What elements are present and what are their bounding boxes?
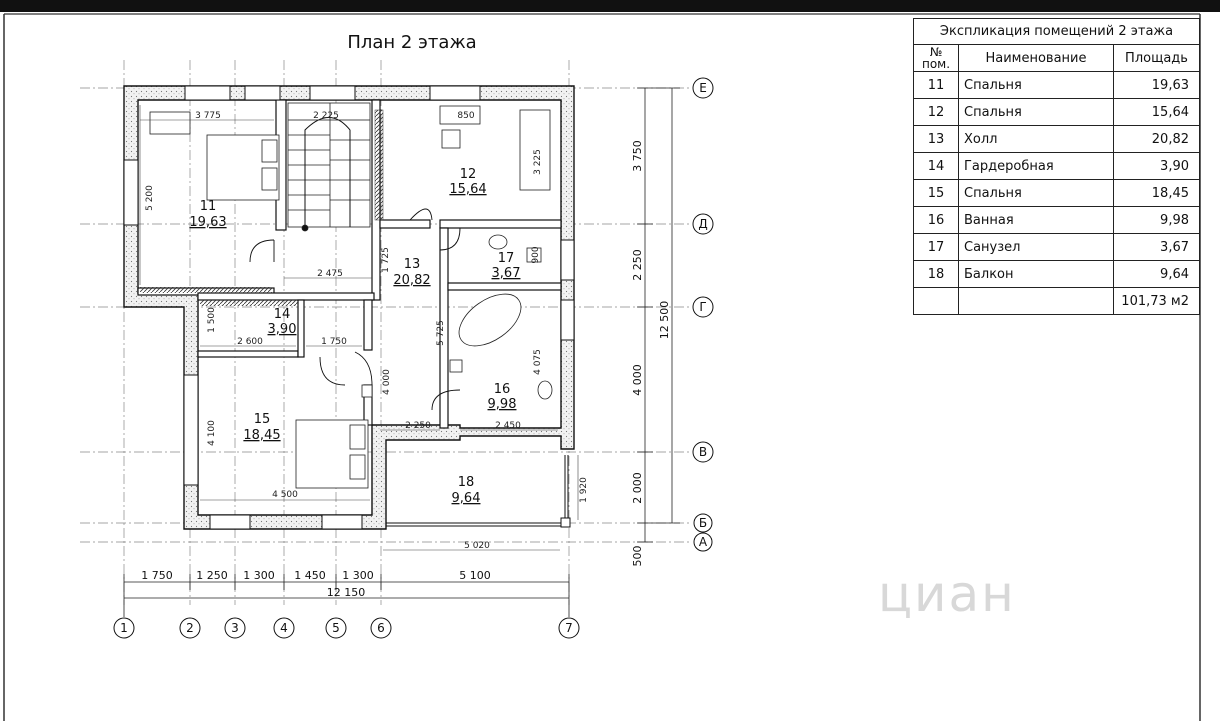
dim-bottom-4: 1 450 — [294, 569, 326, 582]
room-17-area: 3,67 — [492, 266, 521, 281]
axis-4: 4 — [280, 621, 288, 635]
doors — [249, 208, 461, 411]
header-area: Площадь — [1113, 44, 1200, 72]
svg-text:2 250: 2 250 — [405, 421, 431, 431]
svg-text:5 020: 5 020 — [464, 541, 490, 551]
svg-text:5 200: 5 200 — [145, 185, 155, 211]
axis-V: В — [699, 445, 707, 459]
axis-G: Г — [699, 300, 706, 314]
axis-3: 3 — [231, 621, 239, 635]
dim-right-5: 500 — [631, 546, 644, 567]
svg-text:900: 900 — [531, 246, 541, 263]
room-11-area: 19,63 — [189, 215, 226, 230]
room-14-area: 3,90 — [268, 322, 297, 337]
plan-title: План 2 этажа — [347, 32, 476, 53]
svg-text:2 475: 2 475 — [317, 269, 343, 279]
svg-text:1 500: 1 500 — [207, 307, 217, 333]
room-13-number: 13 — [404, 257, 421, 272]
dim-bottom-6: 5 100 — [459, 569, 491, 582]
room-11-number: 11 — [200, 199, 217, 214]
dim-right-3: 4 000 — [631, 364, 644, 396]
dim-right-total: 12 500 — [658, 301, 671, 340]
axis-5: 5 — [332, 621, 340, 635]
svg-text:4 500: 4 500 — [272, 490, 298, 500]
header-name: Наименование — [958, 44, 1114, 72]
axis-7: 7 — [565, 621, 573, 635]
table-caption: Экспликация помещений 2 этажа — [913, 18, 1200, 45]
axis-1: 1 — [120, 621, 128, 635]
room-15-number: 15 — [254, 412, 271, 427]
axis-A: А — [699, 535, 708, 549]
svg-text:3 225: 3 225 — [533, 149, 543, 175]
dim-bottom-5: 1 300 — [342, 569, 374, 582]
dim-bottom-3: 1 300 — [243, 569, 275, 582]
total-area: 101,73 м2 — [1113, 287, 1200, 315]
dim-right-4: 2 000 — [631, 472, 644, 504]
right-dimension-chain — [637, 87, 680, 543]
axis-6: 6 — [377, 621, 385, 635]
svg-text:4 000: 4 000 — [382, 369, 392, 395]
svg-text:850: 850 — [457, 111, 474, 121]
staircase — [287, 102, 371, 232]
dim-bottom-2: 1 250 — [196, 569, 228, 582]
dim-bottom-total: 12 150 — [327, 586, 366, 599]
axis-2: 2 — [186, 621, 194, 635]
svg-text:5 725: 5 725 — [436, 320, 446, 346]
bottom-dimension-chain — [123, 574, 570, 606]
dim-right-1: 3 750 — [631, 140, 644, 172]
interior-dimensions: 3 775 2 225 850 5 200 3 225 1 725 2 475 … — [145, 111, 589, 551]
dim-bottom-1: 1 750 — [141, 569, 173, 582]
svg-text:4 075: 4 075 — [533, 349, 543, 375]
axis-markers-numbers: 1 2 3 4 5 6 7 — [113, 606, 580, 639]
svg-text:3 775: 3 775 — [195, 111, 221, 121]
room-16-area: 9,98 — [488, 397, 517, 412]
dim-right-2: 2 250 — [631, 249, 644, 281]
axis-E: Е — [699, 81, 707, 95]
room-12-number: 12 — [460, 167, 477, 182]
room-14-number: 14 — [274, 307, 291, 322]
room-12-area: 15,64 — [449, 182, 486, 197]
table-total-row: 101,73 м2 — [913, 287, 1200, 315]
watermark-logo: циан — [878, 565, 1016, 623]
balcony — [386, 455, 571, 528]
axis-B: Б — [699, 516, 707, 530]
svg-text:2 600: 2 600 — [237, 337, 263, 347]
windows — [123, 85, 575, 530]
room-labels: 11 19,63 12 15,64 13 20,82 14 3,90 15 18… — [189, 167, 520, 506]
room-18-number: 18 — [458, 475, 475, 490]
svg-text:4 100: 4 100 — [207, 420, 217, 446]
svg-text:1 725: 1 725 — [381, 247, 391, 273]
room-15-area: 18,45 — [243, 428, 280, 443]
axis-D: Д — [698, 217, 707, 231]
axis-markers-letters: Е Д Г В Б А — [692, 77, 714, 552]
svg-text:2 225: 2 225 — [313, 111, 339, 121]
room-17-number: 17 — [498, 251, 515, 266]
room-16-number: 16 — [494, 382, 511, 397]
room-18-area: 9,64 — [452, 491, 481, 506]
svg-text:1 920: 1 920 — [579, 477, 589, 503]
furniture — [149, 105, 553, 489]
room-13-area: 20,82 — [393, 273, 430, 288]
svg-text:1 750: 1 750 — [321, 337, 347, 347]
svg-text:2 450: 2 450 — [495, 421, 521, 431]
